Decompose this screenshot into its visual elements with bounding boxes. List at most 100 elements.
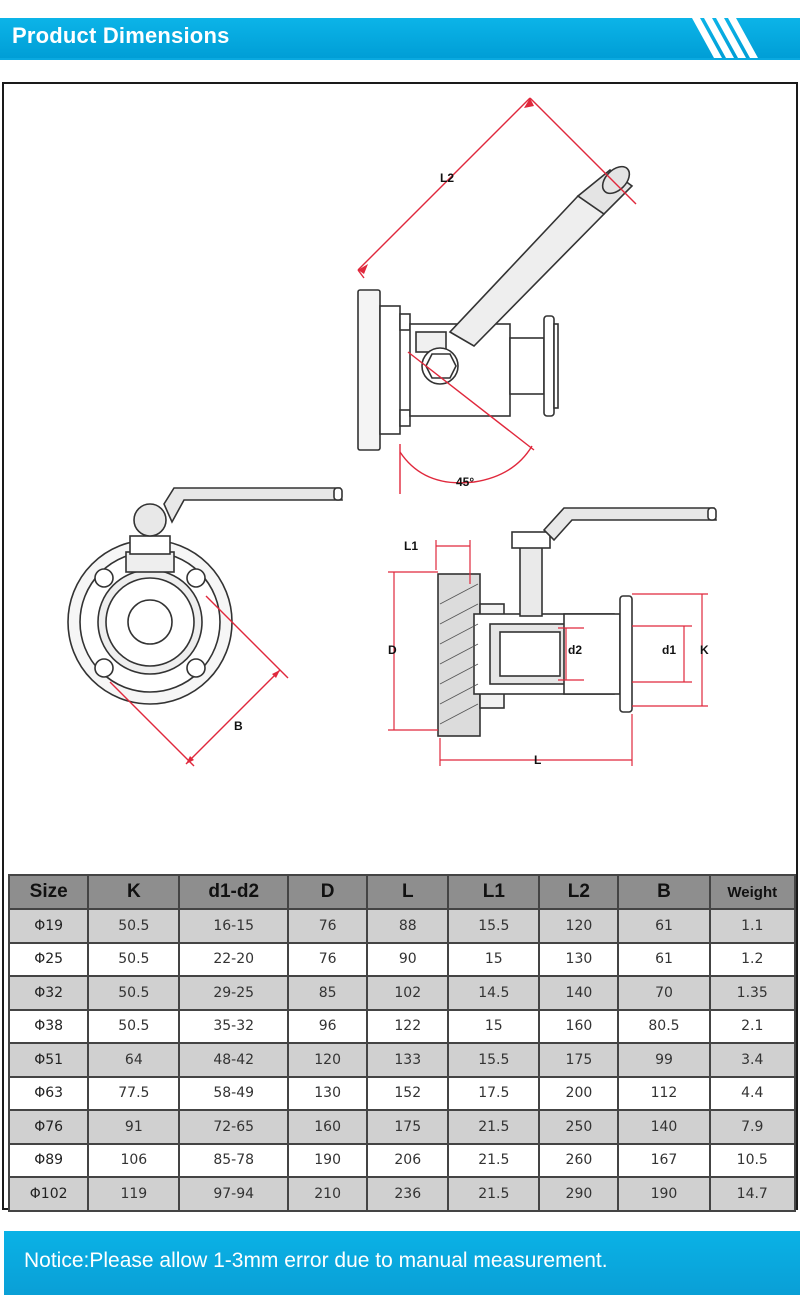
table-cell: 90 (366, 941, 450, 977)
table-cell: 48-42 (178, 1042, 290, 1078)
l2-dimension (357, 97, 637, 494)
section-view (437, 507, 717, 737)
table-cell: 70 (617, 975, 711, 1011)
dim-label-l: L (534, 753, 541, 767)
table-cell: 260 (538, 1142, 620, 1178)
product-frame: L2 45° B L1 D d2 d1 K L Size K d1-d2 D L… (2, 82, 800, 1295)
column-header: K (87, 874, 181, 910)
table-cell: 15.5 (447, 1042, 541, 1078)
table-cell: 21.5 (447, 1176, 541, 1212)
size-cell: Φ76 (7, 1109, 90, 1145)
table-cell: 21.5 (447, 1142, 541, 1178)
table-cell: 61 (617, 908, 711, 944)
table-cell: 15.5 (447, 908, 541, 944)
table-cell: 77.5 (87, 1075, 181, 1111)
table-cell: 130 (287, 1075, 369, 1111)
dim-label-l1: L1 (404, 539, 418, 553)
table-cell: 85-78 (178, 1142, 290, 1178)
table-cell: 122 (366, 1008, 450, 1044)
table-cell: 14.5 (447, 975, 541, 1011)
column-header: L1 (447, 874, 541, 910)
table-cell: 58-49 (178, 1075, 290, 1111)
dim-label-d1: d1 (662, 643, 676, 657)
top-view (357, 165, 634, 451)
column-header: Size (7, 874, 90, 910)
table-cell: 210 (287, 1176, 369, 1212)
table-cell: 4.4 (708, 1075, 796, 1111)
table-cell: 140 (617, 1109, 711, 1145)
size-cell: Φ63 (7, 1075, 90, 1111)
section-header: Product Dimensions (0, 18, 800, 60)
table-cell: 250 (538, 1109, 620, 1145)
size-cell: Φ51 (7, 1042, 90, 1078)
table-cell: 15 (447, 1008, 541, 1044)
table-cell: 10.5 (708, 1142, 796, 1178)
table-cell: 22-20 (178, 941, 290, 977)
size-cell: Φ89 (7, 1142, 90, 1178)
table-cell: 35-32 (178, 1008, 290, 1044)
table-cell: 96 (287, 1008, 369, 1044)
table-cell: 7.9 (708, 1109, 796, 1145)
table-cell: 21.5 (447, 1109, 541, 1145)
technical-drawing: L2 45° B L1 D d2 d1 K L (67, 97, 717, 767)
table-header-row: Size K d1-d2 D L L1 L2 B Weight (7, 874, 796, 910)
table-cell: 190 (617, 1176, 711, 1212)
table-cell: 50.5 (87, 1008, 181, 1044)
table-cell: 91 (87, 1109, 181, 1145)
column-header: D (287, 874, 369, 910)
table-cell: 167 (617, 1142, 711, 1178)
table-cell: 88 (366, 908, 450, 944)
table-cell: 112 (617, 1075, 711, 1111)
notice-text: Notice:Please allow 1-3mm error due to m… (24, 1249, 608, 1272)
table-cell: 1.2 (708, 941, 796, 977)
table-cell: 80.5 (617, 1008, 711, 1044)
dim-label-d: D (388, 643, 397, 657)
b-dimension (109, 595, 289, 767)
table-cell: 61 (617, 941, 711, 977)
header-underline (0, 58, 800, 60)
table-cell: 290 (538, 1176, 620, 1212)
size-cell: Φ19 (7, 908, 90, 944)
size-cell: Φ25 (7, 941, 90, 977)
table-cell: 175 (366, 1109, 450, 1145)
table-cell: 160 (538, 1008, 620, 1044)
table-cell: 120 (538, 908, 620, 944)
table-cell: 140 (538, 975, 620, 1011)
table-cell: 85 (287, 975, 369, 1011)
notice-banner: Notice:Please allow 1-3mm error due to m… (4, 1231, 800, 1295)
size-cell: Φ38 (7, 1008, 90, 1044)
table-cell: 64 (87, 1042, 181, 1078)
table-cell: 29-25 (178, 975, 290, 1011)
table-cell: 175 (538, 1042, 620, 1078)
table-cell: 106 (87, 1142, 181, 1178)
dim-label-angle: 45° (456, 475, 474, 489)
table-cell: 160 (287, 1109, 369, 1145)
table-cell: 99 (617, 1042, 711, 1078)
front-view (67, 487, 343, 705)
table-cell: 1.35 (708, 975, 796, 1011)
column-header: Weight (708, 874, 796, 910)
dim-label-l2: L2 (440, 171, 454, 185)
size-cell: Φ102 (7, 1176, 90, 1212)
column-header: L2 (538, 874, 620, 910)
size-cell: Φ32 (7, 975, 90, 1011)
table-cell: 17.5 (447, 1075, 541, 1111)
section-dimensions (388, 540, 708, 766)
table-cell: 119 (87, 1176, 181, 1212)
table-cell: 50.5 (87, 908, 181, 944)
table-cell: 14.7 (708, 1176, 796, 1212)
dim-label-k: K (700, 643, 709, 657)
page-title: Product Dimensions (12, 23, 230, 48)
table-cell: 190 (287, 1142, 369, 1178)
table-cell: 133 (366, 1042, 450, 1078)
stripes-decoration (692, 18, 758, 58)
table-cell: 15 (447, 941, 541, 977)
column-header: d1-d2 (178, 874, 290, 910)
